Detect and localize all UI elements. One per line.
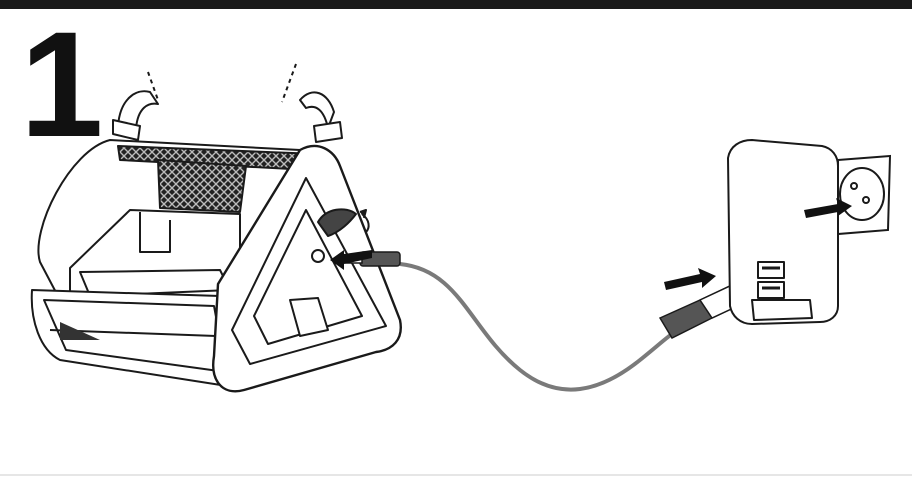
wall-power-adapter-icon xyxy=(727,139,839,325)
bottom-border xyxy=(0,474,912,476)
insert-arrow-icon xyxy=(330,198,852,290)
portable-speaker-icon xyxy=(30,63,402,393)
top-border xyxy=(0,0,912,9)
wall-socket-icon xyxy=(837,154,892,236)
usb-cable-icon xyxy=(345,251,744,392)
step-number: 1 xyxy=(20,0,104,168)
